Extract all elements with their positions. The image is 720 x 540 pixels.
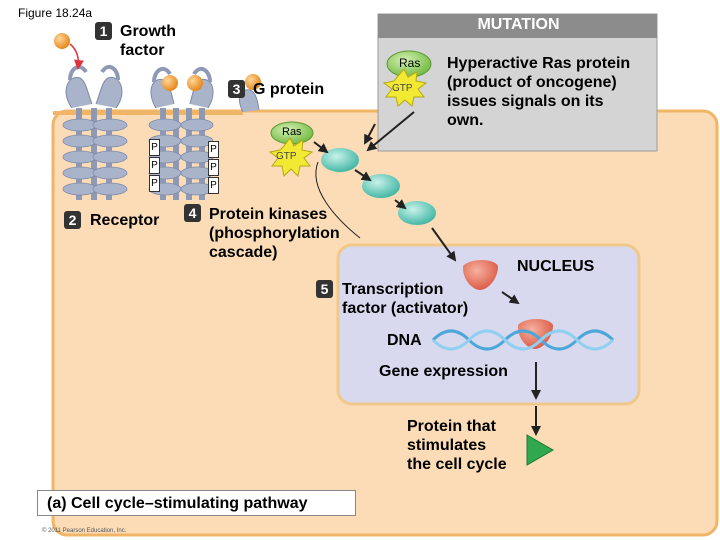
- protein-kinases: [321, 148, 436, 225]
- transcription-factor-label: Transcription factor (activator): [342, 281, 469, 317]
- cell-membrane: [53, 111, 243, 115]
- figure-label: Figure 18.24a: [18, 6, 93, 20]
- mutation-description: Hyperactive Ras protein (product of onco…: [447, 55, 631, 129]
- copyright: © 2011 Pearson Education, Inc.: [42, 528, 127, 534]
- phosphates-right: P P P: [208, 141, 219, 194]
- ras-label: Ras: [282, 126, 302, 138]
- phosphates-left: P P P: [149, 139, 160, 192]
- protein-kinases-label: Protein kinases (phosphorylation cascade…: [209, 206, 340, 261]
- receptor-label: Receptor: [90, 212, 160, 229]
- mutation-header: [378, 14, 657, 38]
- step-5-badge: 5: [316, 280, 333, 299]
- caption: (a) Cell cycle–stimulating pathway: [47, 495, 308, 512]
- nucleus: [336, 243, 641, 406]
- step-3-badge: 3: [228, 80, 245, 99]
- gtp-starburst: [268, 137, 314, 178]
- gtp-label: GTP: [276, 151, 297, 162]
- caption-box: [37, 490, 356, 516]
- dna-label: DNA: [387, 332, 422, 349]
- step-4-badge: 4: [184, 204, 201, 223]
- gene-expression-label: Gene expression: [379, 363, 508, 380]
- receptor-left: [62, 64, 128, 200]
- transcription-factor: [462, 260, 498, 290]
- step-2-badge: 2: [64, 211, 81, 230]
- dna-helix: [431, 329, 615, 351]
- mutation-arrow: [366, 111, 415, 152]
- kinase-bracket: [315, 161, 361, 239]
- growth-factor-arrow: [69, 43, 84, 70]
- growth-factor-label: Growth factor: [120, 23, 176, 59]
- nucleus-label: NUCLEUS: [517, 258, 595, 275]
- product-label: Protein that stimulates the cell cycle: [407, 418, 507, 473]
- mutation-gtp-starburst: [382, 68, 428, 107]
- mutation-title: MUTATION: [477, 16, 560, 33]
- cascade-arrows: [313, 123, 541, 436]
- growth-factor-balls: [54, 33, 261, 91]
- step-1-badge: 1: [95, 22, 112, 41]
- cell-cycle-protein: [526, 434, 555, 466]
- g-protein-label: G protein: [253, 81, 325, 98]
- mutation-gtp-label: GTP: [392, 83, 413, 94]
- mutation-ras-label: Ras: [399, 56, 421, 70]
